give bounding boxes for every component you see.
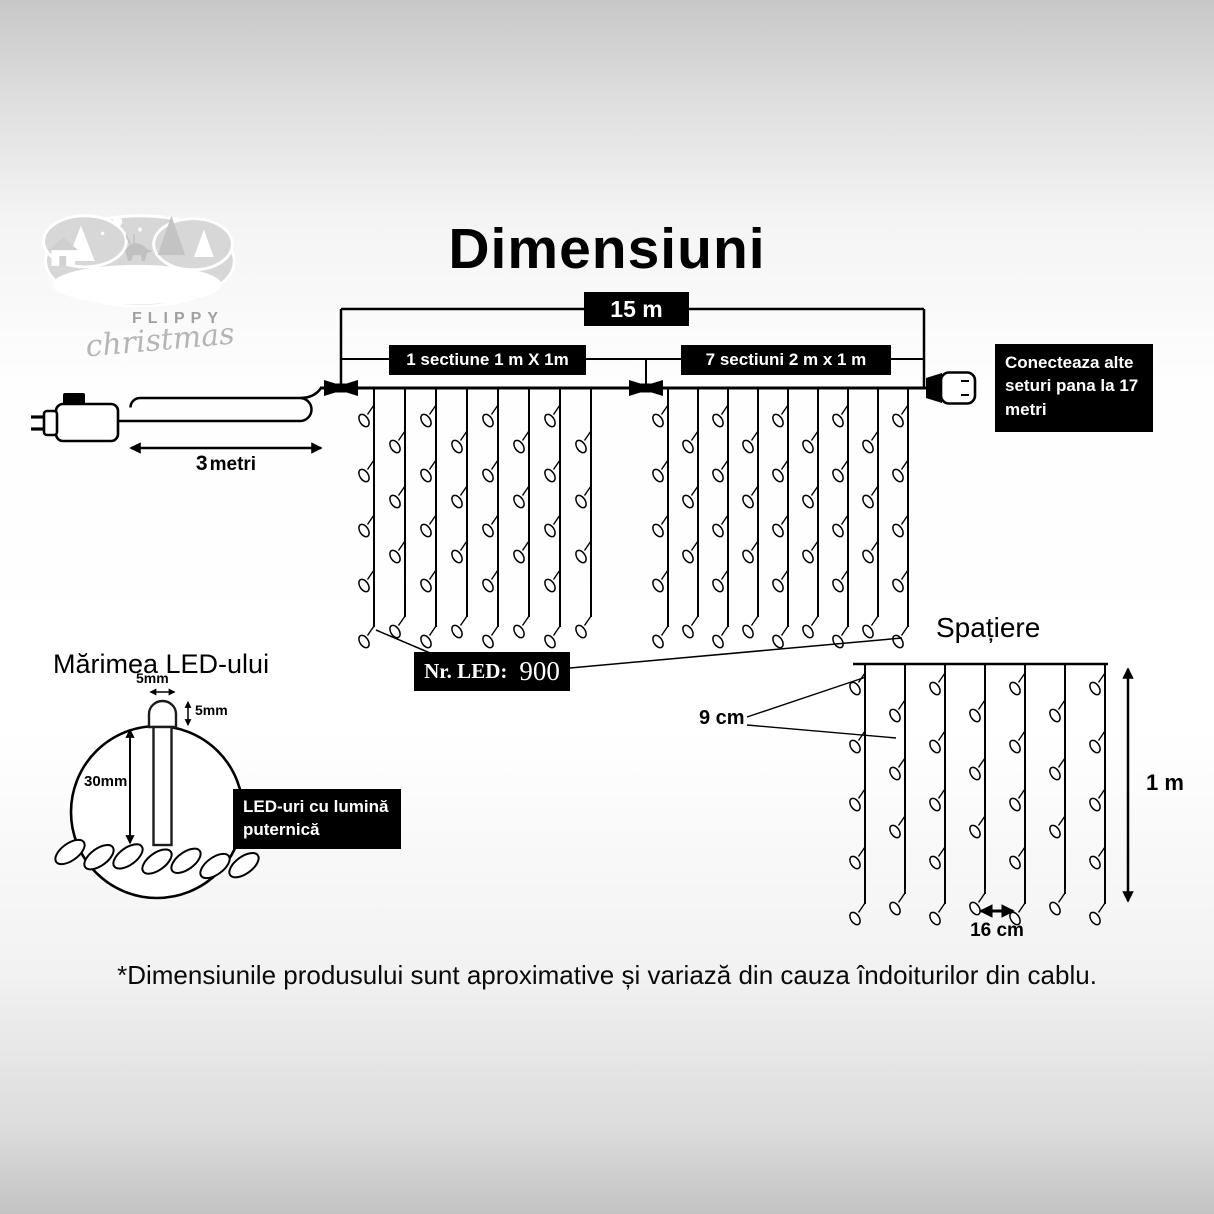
led-body <box>152 725 173 847</box>
wire-coupler-icon <box>324 380 358 396</box>
gap-pointer <box>746 676 867 718</box>
height-label: 1 m <box>1146 770 1184 795</box>
led-note-box: LED-uri cu lumină puternică <box>233 789 401 849</box>
connect-note-box: Conecteaza alte seturi pana la 17 metri <box>995 344 1153 432</box>
led-count-box: Nr. LED: 900 <box>414 652 570 691</box>
brand-name: FLIPPY <box>131 310 224 327</box>
led-count-label: Nr. LED: <box>424 659 508 683</box>
cap-width-label: 5mm <box>136 670 169 686</box>
led-size-title: Mărimea LED-ului <box>53 649 270 679</box>
page-title: Dimensiuni <box>448 217 766 281</box>
footnote: *Dimensiunile produsului sunt aproximati… <box>117 960 1097 990</box>
spacing-curtain <box>849 664 1106 926</box>
spacing-title: Spațiere <box>936 612 1041 643</box>
curtain-left <box>358 389 592 649</box>
twisted-wire-icon <box>54 838 260 880</box>
bottom-gap-label: 16 cm <box>970 920 1024 941</box>
end-connector-icon <box>926 371 977 405</box>
section-left-label: 1 sectiune 1 m X 1m <box>406 350 569 369</box>
gap-pointer <box>746 724 897 739</box>
total-span-box: 15 m <box>584 292 689 326</box>
led-cap <box>147 699 178 729</box>
lead-cable <box>118 387 323 423</box>
connect-note-label: Conecteaza alte seturi pana la 17 metri <box>1005 353 1139 419</box>
lead-length-unit: metri <box>209 454 257 475</box>
body-height-label: 30mm <box>84 773 128 790</box>
top-gap-label: 9 cm <box>699 707 745 729</box>
ledbox-pointer <box>569 637 903 669</box>
total-span-label: 15 m <box>610 295 663 322</box>
wire-coupler-icon <box>629 380 663 396</box>
section-right-label: 7 sectiuni 2 m x 1 m <box>705 350 867 369</box>
tree-icon <box>194 229 214 258</box>
section-left-box: 1 sectiune 1 m X 1m <box>389 345 586 375</box>
lead-length-number: 3 <box>195 452 208 475</box>
deer-icon <box>125 243 153 261</box>
cap-height-label: 5mm <box>195 702 228 718</box>
led-count-value: 900 <box>519 656 560 686</box>
tree-icon <box>157 215 186 256</box>
curtain-right <box>652 389 909 649</box>
led-note-label: LED-uri cu lumină puternică <box>243 797 389 839</box>
brand-illustration <box>42 214 236 308</box>
section-right-box: 7 sectiuni 2 m x 1 m <box>681 345 891 375</box>
moon-icon <box>112 216 123 227</box>
ledbox-pointer <box>375 629 431 654</box>
power-plug-icon <box>31 393 120 443</box>
